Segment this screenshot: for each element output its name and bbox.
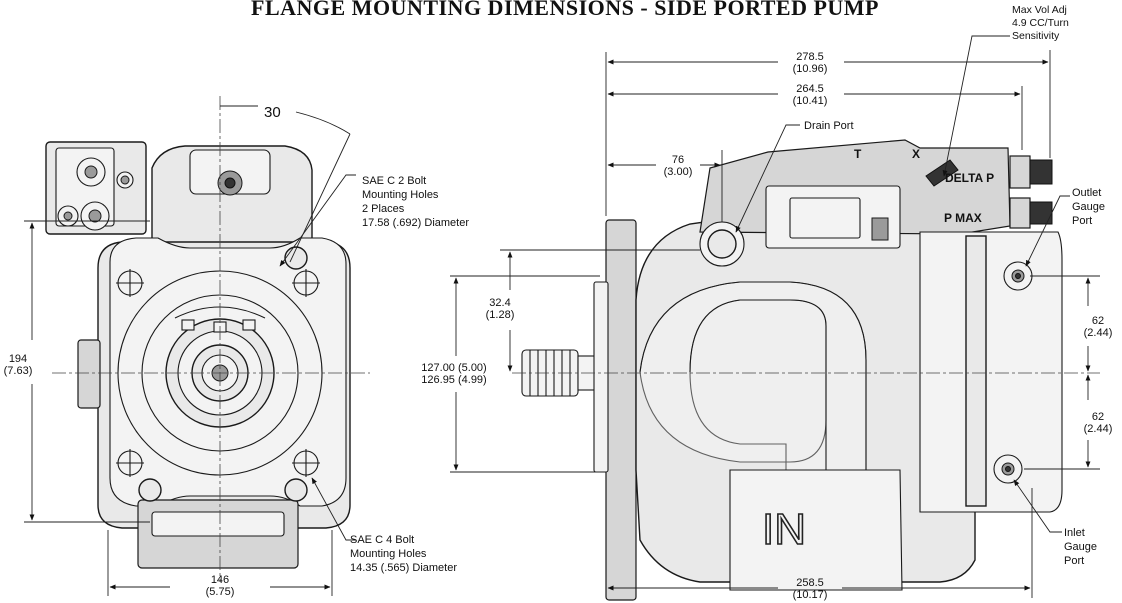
overall-length-in: (10.96) (793, 63, 828, 75)
body-length-dimension: 258.5 (10.17) (607, 488, 1033, 601)
callout-2bolt-line1: SAE C 2 Bolt (362, 175, 426, 187)
pilot-diameter-dimension: 127.00 (5.00) 126.95 (4.99) (421, 275, 600, 473)
overall-length-mm: 278.5 (796, 51, 824, 63)
plate-delta-p: DELTA P (945, 171, 994, 185)
drain-offset-mm: 76 (672, 154, 684, 166)
plate-x: X (912, 147, 920, 161)
body-length-in: (10.17) (793, 589, 828, 601)
callout-2bolt-line4: 17.58 (.692) Diameter (362, 217, 469, 229)
outlet-line1: Outlet (1072, 187, 1101, 199)
max-vol-adj-line1: Max Vol Adj (1012, 4, 1067, 16)
width-mm: 146 (211, 574, 229, 586)
side-flange (605, 219, 637, 601)
height-dimension: 194 (7.63) (4, 220, 150, 523)
outlet-line2: Gauge (1072, 201, 1105, 213)
upper-gauge-mm: 62 (1092, 315, 1104, 327)
width-dimension: 146 (5.75) (107, 530, 333, 598)
callout-2bolt-line3: 2 Places (362, 203, 405, 215)
inlet-line2: Gauge (1064, 541, 1097, 553)
drain-offset-in: (3.00) (664, 166, 693, 178)
drawing-title: FLANGE MOUNTING DIMENSIONS - SIDE PORTED… (251, 0, 879, 20)
drain-height-dimension: 32.4 (1.28) (486, 249, 700, 372)
height-mm: 194 (9, 353, 27, 365)
compensator-block (45, 141, 147, 235)
callout-2bolt-line2: Mounting Holes (362, 189, 439, 201)
inlet-line1: Inlet (1064, 527, 1085, 539)
max-vol-adj-line3: Sensitivity (1012, 30, 1060, 42)
length-2-dimension: 264.5 (10.41) (607, 83, 1023, 150)
drain-height-mm: 32.4 (489, 297, 510, 309)
inlet-marking: IN (762, 505, 806, 554)
bolt-holes (116, 246, 320, 502)
angle-dimension: 30 (220, 104, 351, 263)
callout-4-bolt: SAE C 4 Bolt Mounting Holes 14.35 (.565)… (311, 477, 457, 574)
max-vol-adj-line2: 4.9 CC/Turn (1012, 17, 1069, 29)
lower-gauge-dimension: 62 (2.44) (1024, 374, 1113, 470)
plate-p-max: P MAX (944, 211, 982, 225)
inlet-gauge-callout: Inlet Gauge Port (1013, 479, 1097, 567)
upper-gauge-dimension: 62 (2.44) (1030, 275, 1113, 372)
side-view: IN T X DELTA P P MAX Max Vol Adj 4.9 CC/… (421, 4, 1112, 601)
width-in: (5.75) (206, 586, 235, 598)
outlet-line3: Port (1072, 215, 1092, 227)
outlet-gauge-callout: Outlet Gauge Port (1025, 187, 1105, 267)
plate-t: T (854, 147, 862, 161)
max-vol-adj-callout: Max Vol Adj 4.9 CC/Turn Sensitivity (942, 4, 1069, 177)
inlet-line3: Port (1064, 555, 1084, 567)
pilot-dia-line1: 127.00 (5.00) (421, 362, 486, 374)
callout-2-bolt: SAE C 2 Bolt Mounting Holes 2 Places 17.… (279, 174, 469, 267)
body-length-mm: 258.5 (796, 577, 824, 589)
height-in: (7.63) (4, 365, 33, 377)
outlet-gauge-port (1003, 261, 1033, 291)
pilot-dia-line2: 126.95 (4.99) (421, 374, 486, 386)
inlet-gauge-port (993, 454, 1023, 484)
length-2-in: (10.41) (793, 95, 828, 107)
drain-height-in: (1.28) (486, 309, 515, 321)
overall-length-dimension: 278.5 (10.96) (605, 50, 1051, 216)
lower-gauge-in: (2.44) (1084, 423, 1113, 435)
drain-port-callout: Drain Port (735, 120, 854, 233)
length-2-mm: 264.5 (796, 83, 824, 95)
callout-4bolt-line2: Mounting Holes (350, 548, 427, 560)
callout-4bolt-line3: 14.35 (.565) Diameter (350, 562, 457, 574)
callout-4bolt-line1: SAE C 4 Bolt (350, 534, 414, 546)
end-cap (919, 231, 1063, 513)
drain-port-label: Drain Port (804, 120, 854, 132)
front-view: 30 SAE C 2 Bolt Mounting Holes 2 Places … (4, 96, 469, 598)
drain-offset-dimension: 76 (3.00) (607, 150, 723, 222)
lower-gauge-mm: 62 (1092, 411, 1104, 423)
angle-label: 30 (264, 104, 281, 121)
upper-gauge-in: (2.44) (1084, 327, 1113, 339)
